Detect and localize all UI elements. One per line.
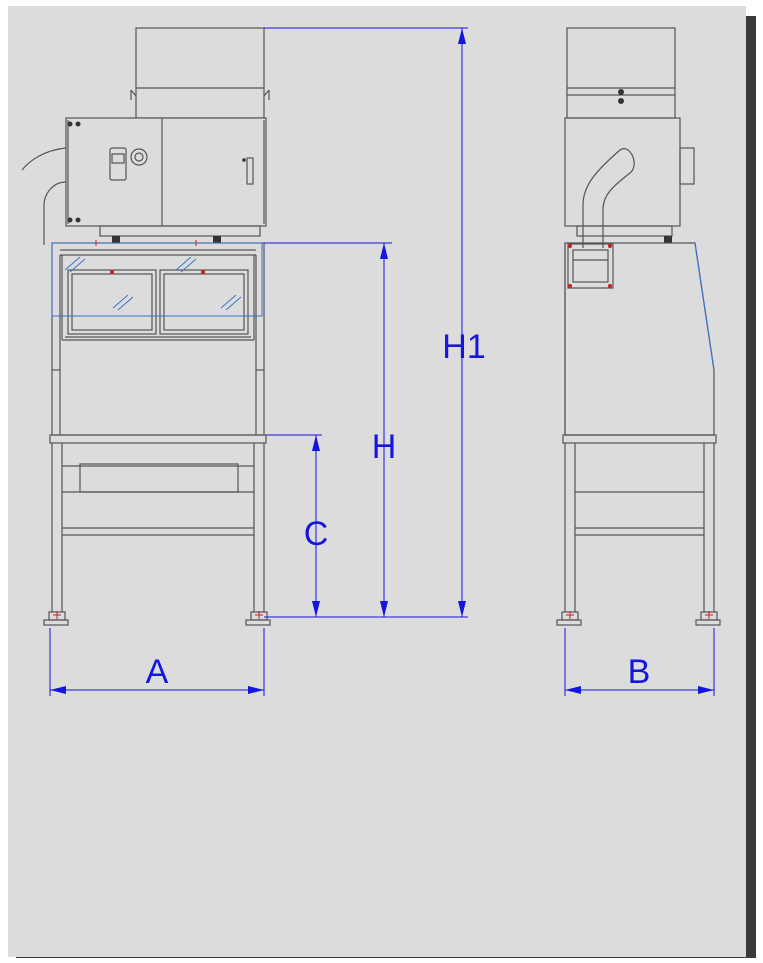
label-a: A — [146, 653, 169, 691]
side-bent-pipe — [582, 148, 635, 248]
cabinet-door-handle — [246, 157, 254, 185]
dimension-c — [266, 434, 322, 617]
front-exhaust-duct — [130, 27, 270, 119]
label-c: C — [304, 515, 329, 553]
side-hood-opening — [567, 243, 614, 289]
duct-clamp-icon — [618, 89, 624, 95]
front-body — [51, 242, 265, 436]
side-exhaust-duct — [566, 27, 676, 119]
side-view — [556, 27, 721, 626]
dimension-b — [564, 628, 715, 696]
front-side-hose — [21, 147, 67, 245]
dimension-a — [49, 628, 265, 696]
label-h: H — [372, 428, 397, 466]
front-fasteners — [112, 236, 221, 243]
front-stand — [49, 434, 267, 612]
side-stand — [562, 434, 717, 612]
cabinet-switch — [109, 147, 127, 181]
side-feet — [556, 611, 721, 626]
front-view — [21, 27, 271, 626]
label-b: B — [628, 653, 651, 691]
dimension-h1 — [264, 27, 468, 618]
side-body — [564, 242, 715, 436]
front-control-cabinet — [65, 117, 267, 237]
front-feet — [43, 611, 271, 626]
front-window — [51, 240, 263, 338]
side-cabinet — [564, 117, 695, 243]
front-window-outline — [51, 242, 263, 317]
label-h1: H1 — [442, 328, 485, 366]
side-motor-housing — [679, 147, 695, 185]
pressure-gauge-icon — [130, 148, 148, 166]
dimension-h — [264, 242, 392, 617]
